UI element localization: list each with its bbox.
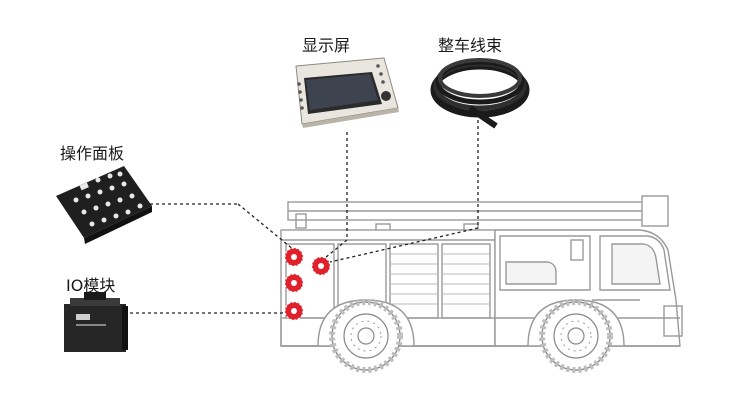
io-module-icon	[64, 292, 128, 352]
connector-lines	[130, 120, 479, 314]
marker-dot	[284, 301, 304, 321]
cable-harness-icon	[430, 58, 530, 129]
label-display: 显示屏	[302, 36, 351, 55]
marker-dot	[284, 247, 304, 267]
marker-dot	[311, 256, 331, 276]
control-keypad-icon	[56, 166, 152, 244]
markers	[284, 247, 331, 321]
rear-wheel-icon	[329, 299, 403, 373]
label-harness: 整车线束	[438, 36, 503, 55]
front-wheel-icon	[539, 299, 613, 373]
marker-dot	[284, 273, 304, 293]
label-control-panel: 操作面板	[60, 144, 125, 163]
display-device-icon	[295, 57, 399, 128]
label-io-module: IO模块	[66, 276, 116, 295]
